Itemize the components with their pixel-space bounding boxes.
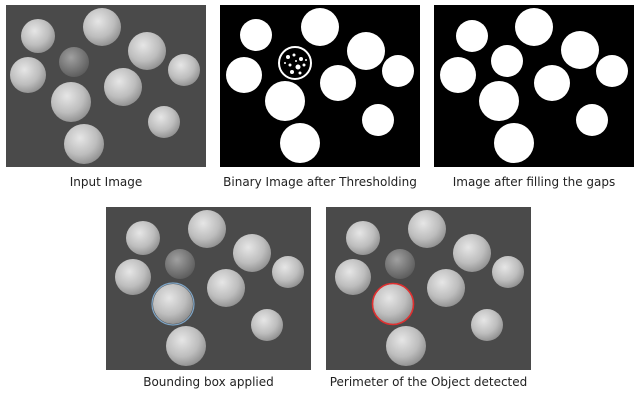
- coin: [188, 210, 226, 248]
- coin: [51, 82, 91, 122]
- blob: [479, 81, 519, 121]
- coin: [251, 309, 283, 341]
- coin: [10, 57, 46, 93]
- caption-bounding-box: Bounding box applied: [143, 375, 274, 389]
- input-image: [10, 8, 200, 164]
- blob: [226, 57, 262, 93]
- blob: [596, 55, 628, 87]
- coin: [168, 54, 200, 86]
- coin-selected: [153, 284, 193, 324]
- coin: [165, 249, 195, 279]
- blob: [362, 104, 394, 136]
- perimeter-outline: [371, 282, 415, 326]
- coin: [126, 221, 160, 255]
- coin: [233, 234, 271, 272]
- blob: [456, 20, 488, 52]
- caption-perimeter: Perimeter of the Object detected: [329, 375, 528, 389]
- blob: [534, 65, 570, 101]
- coin: [427, 269, 465, 307]
- coin: [115, 259, 151, 295]
- perimeter-image: [335, 210, 524, 366]
- blob: [347, 32, 385, 70]
- coin: [386, 326, 426, 366]
- coin: [128, 32, 166, 70]
- blob: [240, 19, 272, 51]
- coin: [453, 234, 491, 272]
- coin: [408, 210, 446, 248]
- coin: [272, 256, 304, 288]
- coin: [83, 8, 121, 46]
- blob: [515, 8, 553, 46]
- blob: [561, 31, 599, 69]
- filled-image: [440, 8, 628, 163]
- bounding-box-image: [115, 210, 304, 366]
- coin: [492, 256, 524, 288]
- blob: [265, 81, 305, 121]
- blob-with-gaps: [278, 46, 312, 80]
- blob: [301, 8, 339, 46]
- coin: [335, 259, 371, 295]
- caption-binary-image: Binary Image after Thresholding: [223, 175, 417, 189]
- coin: [207, 269, 245, 307]
- coin: [21, 19, 55, 53]
- caption-filled-image: Image after filling the gaps: [452, 175, 616, 189]
- coin: [59, 47, 89, 77]
- coin: [385, 249, 415, 279]
- coin-selected: [373, 284, 413, 324]
- coin: [104, 68, 142, 106]
- blob: [320, 65, 356, 101]
- filled-image-panel: [434, 5, 634, 167]
- coin: [148, 106, 180, 138]
- blob: [280, 123, 320, 163]
- coin: [471, 309, 503, 341]
- input-image-panel: [6, 5, 206, 167]
- caption-input-image: Input Image: [69, 175, 143, 189]
- blob: [440, 57, 476, 93]
- coin: [346, 221, 380, 255]
- blob: [576, 104, 608, 136]
- blob: [382, 55, 414, 87]
- blob: [494, 123, 534, 163]
- blob: [491, 45, 523, 77]
- bounding-box-outline: [151, 282, 195, 326]
- coin: [64, 124, 104, 164]
- binary-image: [226, 8, 414, 163]
- blob-noise: [284, 53, 307, 75]
- coin: [166, 326, 206, 366]
- perimeter-panel: [326, 207, 531, 370]
- bounding-box-panel: [106, 207, 311, 370]
- binary-image-panel: [220, 5, 420, 167]
